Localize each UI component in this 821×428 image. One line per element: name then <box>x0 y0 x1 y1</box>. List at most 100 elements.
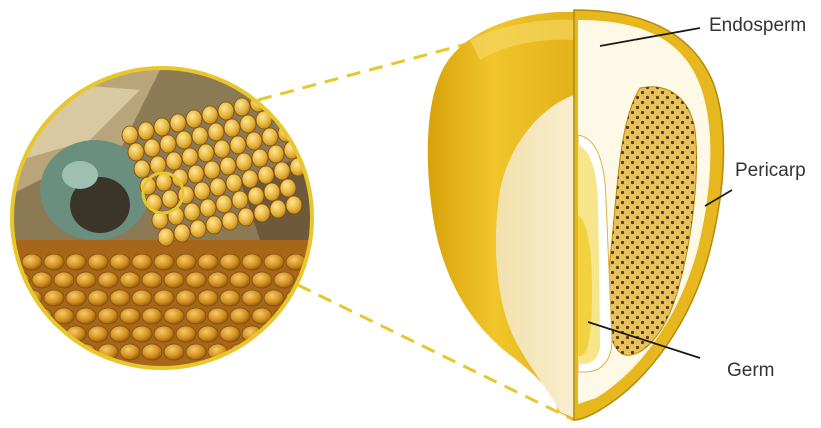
corn-kernel <box>160 135 176 153</box>
corn-kernel <box>252 272 272 288</box>
corn-kernel <box>204 161 220 179</box>
corn-kernel <box>98 308 118 324</box>
corn-kernel <box>138 122 154 140</box>
corn-kernel <box>274 162 290 180</box>
corn-kernel <box>188 165 204 183</box>
corn-kernel <box>174 224 190 242</box>
corn-kernel <box>154 254 174 270</box>
corn-kernel <box>44 254 64 270</box>
corn-kernel <box>0 326 20 342</box>
corn-kernel <box>220 157 236 175</box>
corn-kernel <box>230 272 250 288</box>
corn-kernel <box>230 308 250 324</box>
corn-kernel <box>214 140 230 158</box>
label-endosperm: Endosperm <box>709 15 806 36</box>
corn-kernel <box>110 326 130 342</box>
corn-kernel <box>268 145 284 163</box>
corn-kernel <box>286 326 306 342</box>
corn-kernel <box>142 344 162 360</box>
corn-kernel <box>208 308 228 324</box>
corn-kernel <box>242 254 262 270</box>
corn-kernel <box>198 290 218 306</box>
corn-kernel <box>210 178 226 196</box>
corn-kernel <box>164 344 184 360</box>
corn-kernel <box>110 290 130 306</box>
corn-kernel <box>150 156 166 174</box>
corn-kernel <box>76 272 96 288</box>
corn-kernel <box>258 166 274 184</box>
corn-kernel <box>222 212 238 230</box>
corn-kernel <box>296 308 316 324</box>
corn-kernel <box>132 254 152 270</box>
corn-kernel <box>242 290 262 306</box>
corn-kernel <box>66 290 86 306</box>
corn-kernel <box>98 272 118 288</box>
corn-kernel <box>308 326 328 342</box>
corn-kernel <box>242 170 258 188</box>
corn-kernel <box>234 98 250 116</box>
corn-kernel <box>208 272 228 288</box>
corn-kernel <box>236 153 252 171</box>
corn-kernel <box>132 290 152 306</box>
corn-kernel <box>154 118 170 136</box>
corn-kernel <box>232 191 248 209</box>
corn-kernel <box>54 344 74 360</box>
corn-kernel <box>10 344 30 360</box>
corn-kernel <box>120 308 140 324</box>
corn-kernel <box>132 326 152 342</box>
corn-kernel <box>134 160 150 178</box>
corn-kernel <box>120 344 140 360</box>
corn-kernel <box>262 128 278 146</box>
corn-kernel <box>286 196 302 214</box>
corn-kernel <box>264 290 284 306</box>
corn-kernel <box>88 290 108 306</box>
corn-kernel <box>110 254 130 270</box>
corn-kernel <box>182 148 198 166</box>
corn-kernel <box>142 272 162 288</box>
corn-kernel <box>274 344 294 360</box>
corn-kernel <box>280 179 296 197</box>
corn-kernel <box>54 308 74 324</box>
corn-kernel <box>226 174 242 192</box>
corn-kernel <box>10 308 30 324</box>
corn-kernel <box>166 152 182 170</box>
label-pericarp: Pericarp <box>735 160 806 181</box>
corn-kernel <box>176 131 192 149</box>
corn-kernel <box>122 126 138 144</box>
corn-kernel <box>270 200 286 218</box>
corn-kernel <box>32 272 52 288</box>
corn-kernel <box>198 144 214 162</box>
corn-kernel <box>220 290 240 306</box>
corn-kernel <box>44 290 64 306</box>
corn-kernel <box>176 290 196 306</box>
corn-kernel <box>266 90 282 108</box>
label-germ: Germ <box>727 360 775 381</box>
corn-kernel <box>318 272 338 288</box>
corn-kernel <box>76 308 96 324</box>
corn-kernel <box>170 114 186 132</box>
corn-kernel <box>192 127 208 145</box>
corn-kernel <box>308 254 328 270</box>
corn-kernel <box>264 254 284 270</box>
corn-kernel <box>176 254 196 270</box>
corn-kernel <box>216 195 232 213</box>
corn-kernel <box>246 132 262 150</box>
corn-kernel <box>238 208 254 226</box>
corn-kernel <box>264 326 284 342</box>
corn-kernel <box>22 254 42 270</box>
corn-kernel <box>144 139 160 157</box>
corn-kernel <box>252 344 272 360</box>
corn-kernel <box>202 106 218 124</box>
corn-kernel <box>198 326 218 342</box>
corn-kernel <box>254 204 270 222</box>
corn-kernel <box>218 102 234 120</box>
corn-kernel <box>128 143 144 161</box>
kernel-cross-section <box>574 10 724 420</box>
corn-kernel <box>200 199 216 217</box>
corn-kernel <box>318 344 338 360</box>
corn-kernel <box>208 123 224 141</box>
corn-kernel <box>240 115 256 133</box>
corn-kernel <box>198 254 218 270</box>
corn-kernel <box>184 203 200 221</box>
